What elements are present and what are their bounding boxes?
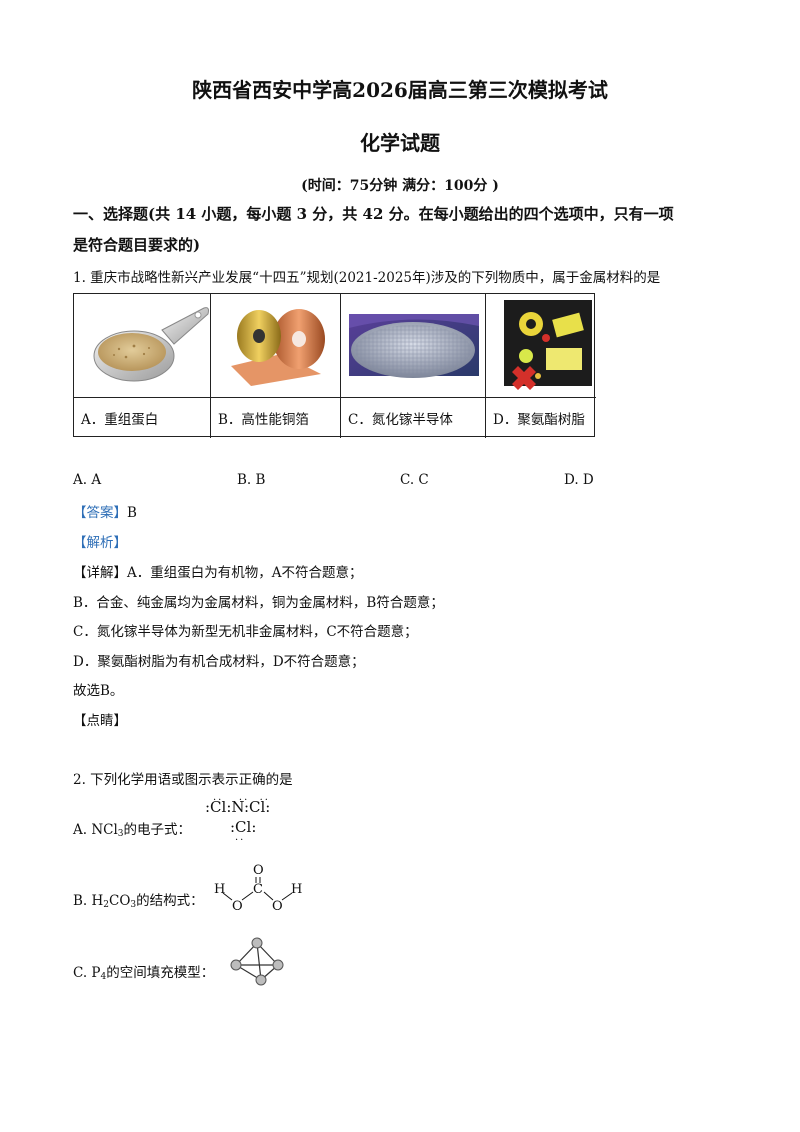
q2-option-b: B. H2CO3的结构式： [73,889,204,910]
h2co3-atom-o3: O [253,863,264,878]
q2-option-c: C. P4的空间填充模型： [73,961,214,982]
q1-detail-line-2: B．合金、纯金属均为金属材料，铜为金属材料，B符合题意； [73,595,444,611]
ncl3-dots-bottom: ·· [235,835,246,846]
q1-answer: 【答案】B [73,501,137,521]
ncl3-cl-left: :Cl [205,798,227,816]
q1-comment-tag: 【点睛】 [73,713,127,729]
q1-option-a: A. A [73,472,102,488]
q2-a-prefix: A. NCl [73,822,118,838]
answer-tag: 【答案】 [73,505,127,521]
exam-title: 陕西省西安中学高2026届高三第三次模拟考试 [192,78,608,102]
p4-space-filling-model [230,937,284,986]
q2-c-suffix: 的空间填充模型： [106,965,215,981]
q1-option-d: D. D [564,472,594,488]
q1-image-c [341,294,486,398]
q1-detail-line-3: C．氮化镓半导体为新型无机非金属材料，C不符合题意； [73,624,418,640]
answer-value: B [127,505,137,521]
h2co3-atom-h2: H [291,882,302,897]
q2-a-sub: 3 [117,829,124,839]
h2co3-atom-o2: O [272,899,283,914]
ncl3-cl-right: Cl: [249,798,271,816]
q1-detail-line-5: 故选B。 [73,683,124,699]
q1-label-d: D．聚氨酯树脂 [493,412,585,428]
q2-option-a: A. NCl3的电子式： [73,818,191,839]
q1-label-c: C．氮化镓半导体 [341,398,486,438]
section-heading-line2: 是符合题目要求的) [73,236,201,254]
detail-text-1: A．重组蛋白为有机物，A不符合题意； [127,565,363,581]
q2-stem: 2. 下列化学用语或图示表示正确的是 [73,772,293,788]
section-heading-line1: 一、选择题(共 14 小题，每小题 3 分，共 42 分。在每小题给出的四个选项… [73,205,674,223]
q1-option-b: B. B [237,472,266,488]
h2co3-atom-o1: O [232,899,243,914]
h2co3-atom-h1: H [214,882,225,897]
q1-analysis-tag: 【解析】 [73,535,127,551]
q2-b-mid: CO [109,893,131,909]
detail-tag: 【详解】 [73,565,127,581]
q2-b-sub1: 2 [103,900,110,910]
q1-stem: 1. 重庆市战略性新兴产业发展“十四五”规划(2021-2025年)涉及的下列物… [73,270,661,286]
ncl3-electron-formula: :Cl:N:Cl: :Cl: ·· ·· ·· ·· [205,795,271,846]
q1-image-d [486,294,596,398]
time-info: (时间：75分钟 满分：100分 ) [301,178,499,194]
subject-title: 化学试题 [360,131,440,155]
q1-label-b: B．高性能铜箔 [211,398,341,438]
q1-detail-line-1: 【详解】A．重组蛋白为有机物，A不符合题意； [73,561,363,581]
q2-a-suffix: 的电子式： [123,822,192,838]
q1-image-table: A．重组蛋白 B．高性能铜箔 C．氮化镓半导体 D．聚氨酯树脂 [73,293,596,438]
q1-image-b [211,294,341,398]
q2-b-prefix: B. H [73,893,104,909]
q1-detail-line-4: D．聚氨酯树脂为有机合成材料，D不符合题意； [73,654,365,670]
h2co3-atom-c: C [253,882,263,897]
q1-image-a [74,294,211,398]
q1-option-c: C. C [400,472,429,488]
q2-b-sub2: 3 [130,900,137,910]
ncl3-dots-top: ·· ·· ·· [213,795,270,806]
ncl3-cl-bottom: :Cl: [230,818,257,836]
q1-label-a: A．重组蛋白 [74,398,211,438]
h2co3-structural-formula: H O C O H O [214,863,302,914]
q2-c-sub: 4 [100,972,107,982]
q2-b-suffix: 的结构式： [136,893,204,909]
ncl3-n: :N: [226,798,250,816]
q2-c-prefix: C. P [73,965,101,981]
